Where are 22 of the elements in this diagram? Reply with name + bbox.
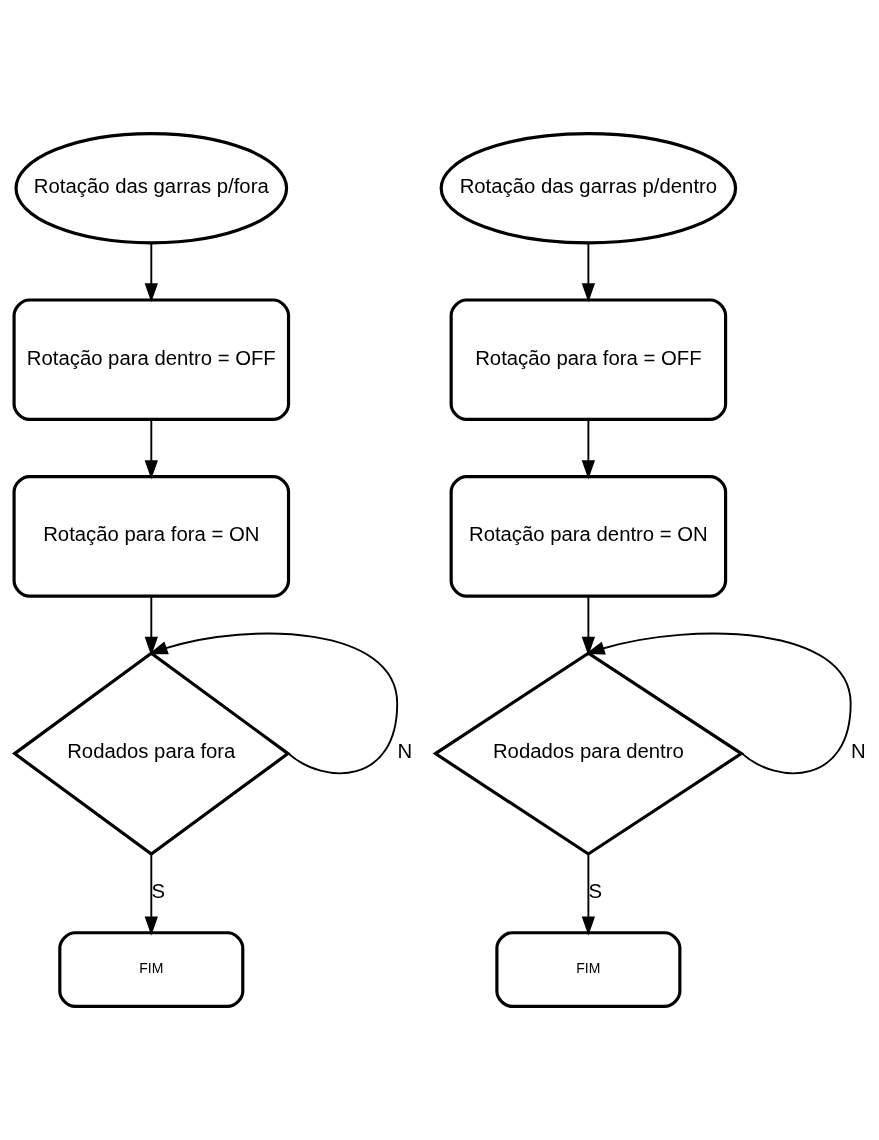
node-diamond: Rodados para fora: [11, 651, 291, 856]
node-box: Rotação para dentro = ON: [449, 475, 727, 598]
node-ellipse: Rotação das garras p/fora: [13, 131, 288, 245]
node-box: Rotação para fora = OFF: [449, 298, 727, 422]
arrow: [581, 595, 595, 656]
node-ellipse: Rotação das garras p/dentro: [439, 131, 737, 245]
arrow: [144, 241, 158, 303]
edge-label: N: [850, 740, 866, 763]
node-box: FIM: [494, 931, 681, 1009]
arrow: [144, 595, 158, 656]
arrow: [144, 418, 158, 480]
arrow: [581, 241, 595, 303]
node-box: Rotação para fora = ON: [12, 475, 290, 598]
edge-label: N: [396, 740, 412, 763]
arrow: [581, 853, 595, 936]
edge-label: S: [151, 880, 165, 903]
edge-label: S: [588, 880, 602, 903]
arrow: [581, 418, 595, 480]
node-diamond: Rodados para dentro: [432, 651, 744, 856]
arrow: [144, 853, 158, 936]
node-box: FIM: [57, 931, 244, 1009]
node-box: Rotação para dentro = OFF: [12, 298, 290, 422]
